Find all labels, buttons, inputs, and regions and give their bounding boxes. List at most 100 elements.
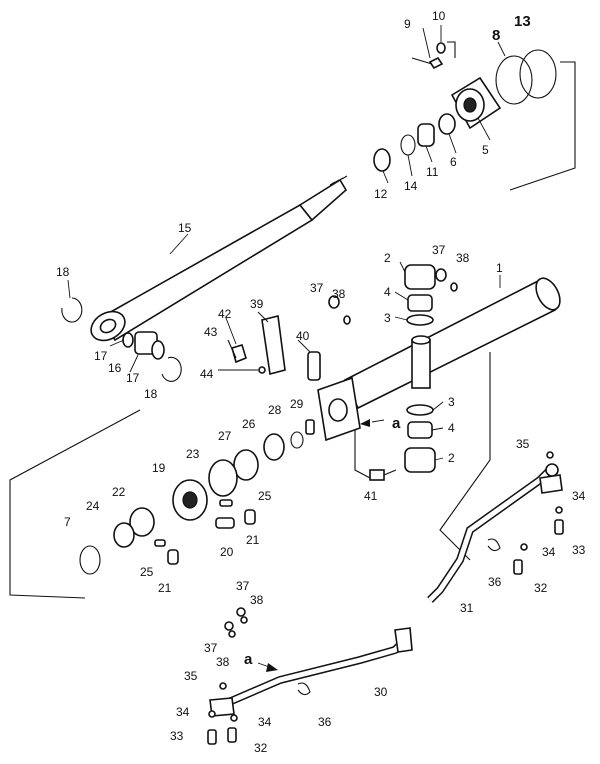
callout-37-lower-top: 37 — [236, 579, 250, 593]
guide-line-top-right — [509, 61, 576, 191]
callout-21-bottom: 21 — [158, 581, 172, 595]
part-22-seal — [129, 507, 155, 537]
part-28-ring — [290, 431, 304, 449]
part-35-washer-right — [546, 451, 554, 459]
callout-21-top: 21 — [246, 533, 260, 547]
rod-31-end-eye — [545, 463, 559, 477]
callout-25-top: 25 — [258, 489, 272, 503]
bracket-39-cluster — [227, 315, 321, 381]
part-25-key-lower — [154, 539, 166, 547]
callout-10: 10 — [432, 9, 446, 23]
part-4-spacer-lower — [407, 421, 433, 439]
part-38-washer-lower-b — [228, 630, 236, 638]
callout-11: 11 — [426, 165, 439, 179]
part-27-collar — [233, 449, 259, 481]
part-3-seal-upper — [406, 314, 434, 326]
callout-35-left: 35 — [184, 669, 198, 683]
callout-43: 43 — [204, 325, 218, 339]
tube-body — [343, 278, 557, 410]
callout-7: 7 — [64, 515, 71, 529]
callout-41: 41 — [364, 489, 378, 503]
callout-4-bottom: 4 — [448, 421, 455, 435]
callout-44: 44 — [200, 367, 214, 381]
callout-19: 19 — [152, 461, 166, 475]
leader-lines — [67, 25, 506, 461]
callout-12: 12 — [374, 187, 388, 201]
part-37-fitting-upper — [435, 268, 447, 282]
callout-37-lower-bottom: 37 — [204, 641, 218, 655]
callout-24: 24 — [86, 499, 100, 513]
housing-cluster-19-25 — [79, 459, 256, 575]
callout-14: 14 — [404, 179, 418, 193]
callout-33-left: 33 — [170, 729, 184, 743]
part-6-bushing — [438, 113, 456, 135]
shaft-end-hole — [99, 318, 117, 334]
callout-36-left: 36 — [318, 715, 332, 729]
part-21-fitting-upper — [244, 509, 256, 525]
tube-mount-bore — [328, 398, 348, 422]
callout-42: 42 — [218, 307, 232, 321]
part-21-fitting-lower — [167, 549, 179, 565]
callout-28: 28 — [268, 403, 282, 417]
lower-bushing-stack — [404, 404, 436, 473]
callout-5: 5 — [482, 143, 489, 157]
part-33-bolt-left — [207, 729, 217, 745]
part-16-17-bearing-stack — [122, 331, 165, 360]
callout-37-top: 37 — [432, 243, 446, 257]
part-37-fitting-lower-a — [236, 607, 246, 617]
callout-17-right: 17 — [126, 371, 140, 385]
bolt-41-head — [369, 469, 385, 481]
callout-33-right: 33 — [572, 543, 586, 557]
callout-23: 23 — [186, 447, 200, 461]
part-32-bolt-right — [513, 559, 523, 575]
arrow-a-upper-head — [360, 419, 370, 427]
callout-6: 6 — [450, 155, 457, 169]
tube-cross-bore-top — [411, 335, 431, 345]
guide-line-10 — [447, 41, 456, 58]
top-flange-cluster — [373, 42, 557, 172]
part-13-o-ring — [519, 49, 557, 99]
shaft-neck — [298, 178, 348, 222]
part-8-o-ring — [495, 55, 533, 105]
part-2-bushing-upper — [404, 264, 436, 290]
callout-4-top: 4 — [384, 285, 391, 299]
shaft-body — [98, 203, 314, 342]
part-34-washer-left-a — [208, 710, 216, 718]
part-4-spacer-upper — [407, 294, 433, 312]
callout-34-right-bottom: 34 — [542, 545, 556, 559]
callout-34-left-top: 34 — [176, 705, 190, 719]
rod-31-clevis — [539, 474, 563, 494]
part-18-snap-ring-top — [61, 297, 83, 323]
rod-30-end — [394, 627, 413, 653]
part-9-bolt-shank — [411, 57, 433, 65]
callout-36-right: 36 — [488, 575, 502, 589]
callout-labels: 9 10 8 13 5 6 11 14 12 15 18 17 16 17 18… — [56, 9, 586, 755]
arrow-a-upper — [371, 419, 385, 423]
callout-17-left: 17 — [94, 349, 108, 363]
part-11-bearing — [417, 123, 435, 147]
part-24-bushing — [113, 522, 135, 548]
part-34-washer-right-b — [520, 543, 528, 551]
bolt-41-shank — [383, 469, 397, 476]
part-5-flange-bore — [463, 97, 477, 113]
callout-a-upper: a — [392, 415, 401, 432]
callout-16: 16 — [108, 361, 122, 375]
callout-37-mid: 37 — [310, 281, 324, 295]
callout-35-right: 35 — [516, 437, 530, 451]
part-36-clip-right — [487, 538, 501, 552]
callout-22: 22 — [112, 485, 126, 499]
part-17-washer-a — [122, 332, 134, 348]
part-18-snap-ring-bottom — [161, 356, 182, 382]
part-17-washer-b — [151, 340, 165, 360]
callout-38-lower-bottom: 38 — [216, 655, 230, 669]
callout-38-top: 38 — [456, 251, 470, 265]
tube-cross-bore — [411, 339, 431, 389]
callout-39: 39 — [250, 297, 264, 311]
part-9-bolt-head — [428, 56, 444, 70]
callout-20: 20 — [220, 545, 234, 559]
part-29-pin — [305, 419, 315, 435]
part-12-seal — [373, 148, 391, 172]
part-14-seal-ring — [400, 134, 416, 156]
